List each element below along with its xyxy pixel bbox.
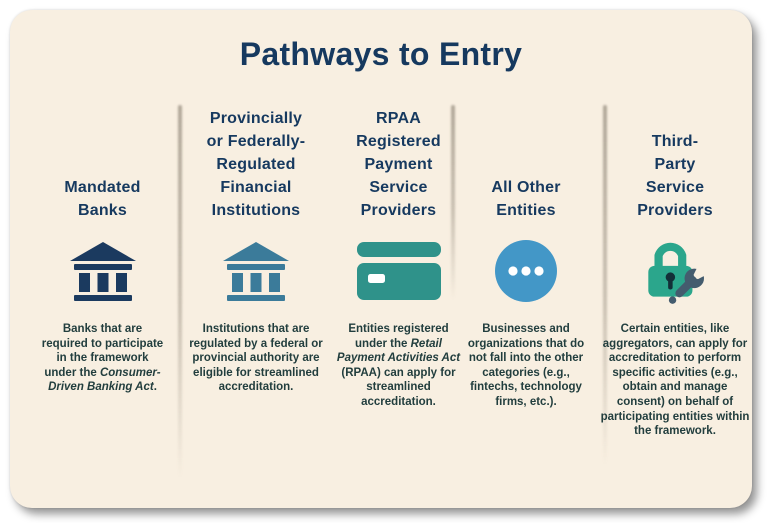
column-description: Certain entities, like aggregators, can … bbox=[600, 323, 750, 438]
column-description: Institutions that are regulated by a fed… bbox=[189, 323, 323, 394]
column-heading: Provincially or Federally- Regulated Fin… bbox=[206, 110, 306, 219]
column-heading: Mandated Banks bbox=[64, 179, 141, 219]
column-divider bbox=[603, 105, 607, 465]
lock-wrench-icon bbox=[636, 230, 714, 312]
bank-icon bbox=[68, 230, 138, 312]
column-rpaa-payment-service-providers: RPAA Registered Payment Service Provider… bbox=[336, 100, 461, 410]
column-heading: All Other Entities bbox=[491, 179, 561, 219]
column-regulated-financial-institutions: Provincially or Federally- Regulated Fin… bbox=[180, 100, 332, 395]
bank-icon bbox=[221, 230, 291, 312]
column-mandated-banks: Mandated Banks Banks that are required t… bbox=[30, 100, 175, 395]
column-heading: RPAA Registered Payment Service Provider… bbox=[356, 110, 441, 219]
page-title: Pathways to Entry bbox=[239, 36, 523, 72]
column-description: Businesses and organizations that do not… bbox=[467, 323, 585, 408]
column-description: Entities registered under the Retail Pay… bbox=[336, 323, 461, 408]
column-description: Banks that are required to participate i… bbox=[41, 323, 164, 394]
ellipsis-circle-icon bbox=[494, 230, 558, 312]
column-divider bbox=[451, 105, 455, 300]
pathways-card: Pathways to Entry Mandated Banks bbox=[10, 10, 752, 508]
column-all-other-entities: All Other Entities Businesses and organi… bbox=[462, 100, 590, 410]
credit-card-icon bbox=[356, 230, 441, 312]
column-third-party-service-providers: Third- Party Service Providers bbox=[600, 100, 750, 439]
column-heading: Third- Party Service Providers bbox=[637, 133, 713, 219]
column-divider bbox=[178, 105, 182, 478]
